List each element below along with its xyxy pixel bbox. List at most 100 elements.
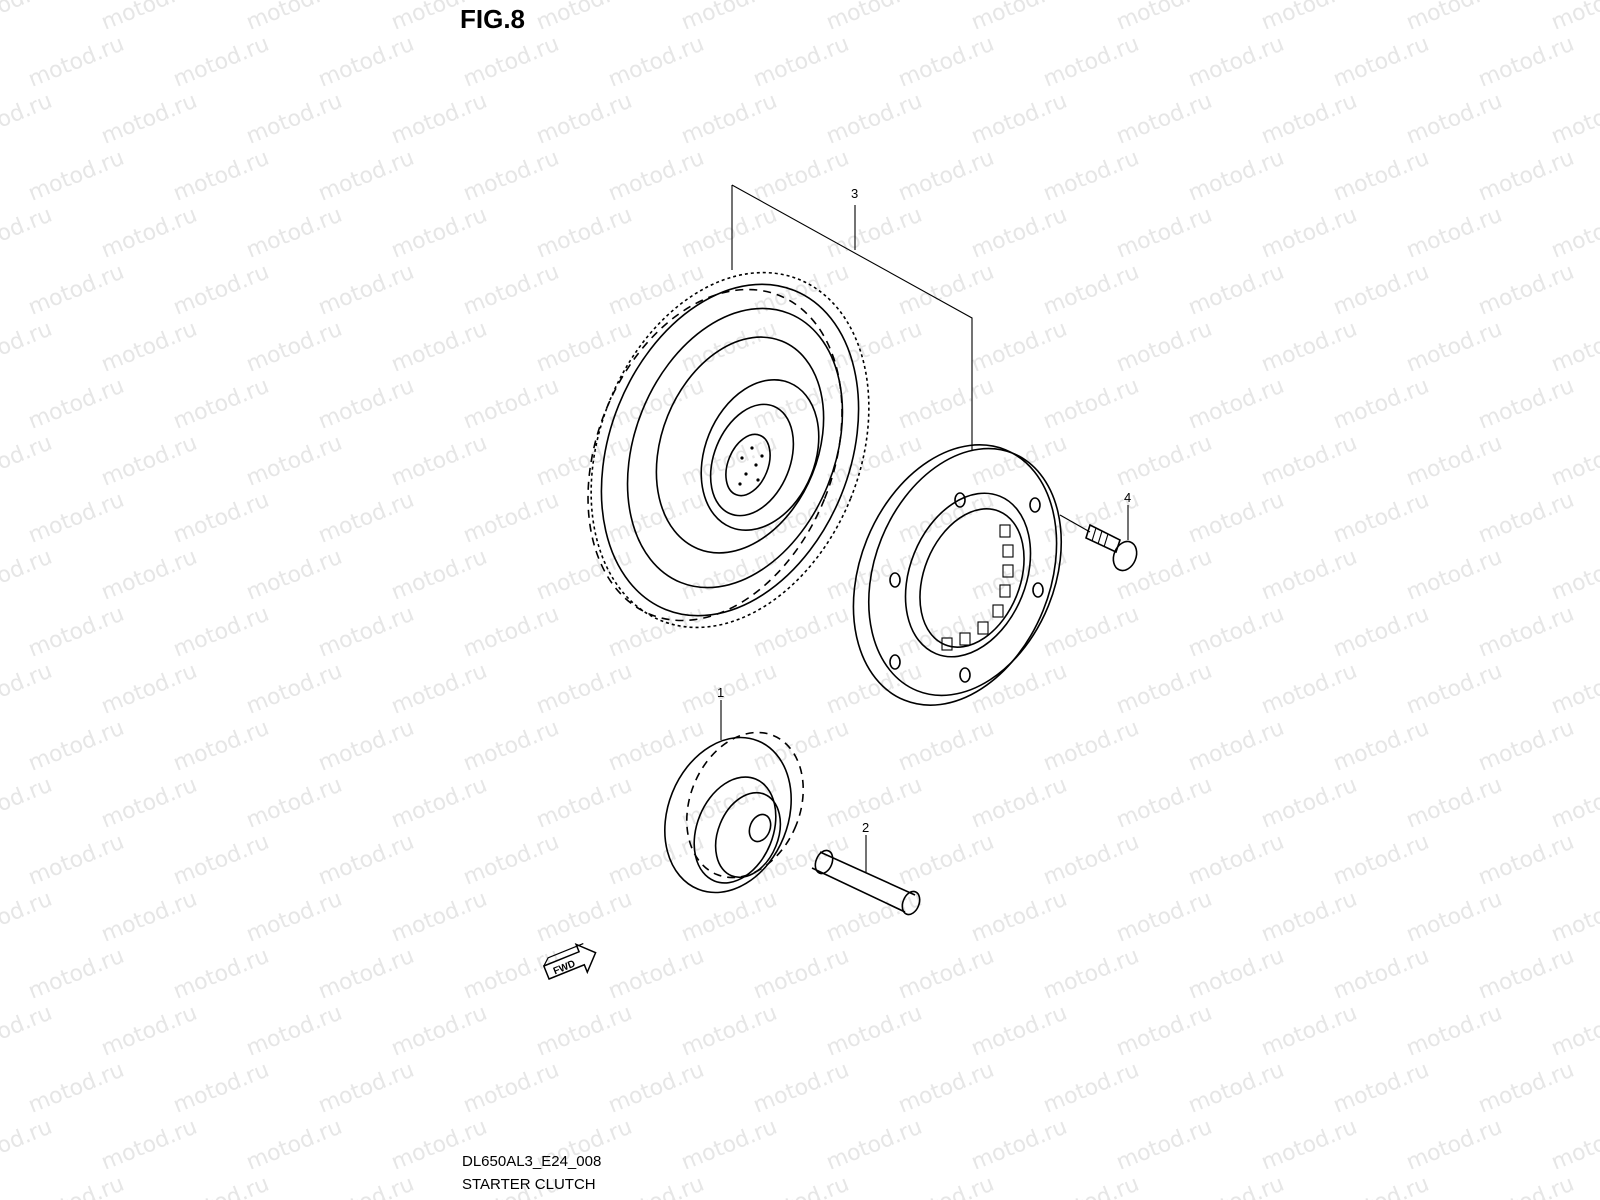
watermark-text: motod.ru bbox=[1185, 944, 1288, 1005]
watermark-text: motod.ru bbox=[605, 602, 708, 663]
watermark-text: motod.ru bbox=[1185, 830, 1288, 891]
watermark-text: motod.ru bbox=[0, 203, 56, 264]
watermark-text: motod.ru bbox=[1330, 374, 1433, 435]
watermark-text: motod.ru bbox=[1403, 1001, 1506, 1062]
watermark-text: motod.ru bbox=[1475, 944, 1578, 1005]
watermark-text: motod.ru bbox=[1258, 0, 1361, 36]
watermark-text: motod.ru bbox=[243, 431, 346, 492]
watermark-text: motod.ru bbox=[1185, 1058, 1288, 1119]
watermark-text: motod.ru bbox=[605, 944, 708, 1005]
watermark-text: motod.ru bbox=[1040, 602, 1143, 663]
watermark-text: motod.ru bbox=[533, 203, 636, 264]
watermark-text: motod.ru bbox=[243, 773, 346, 834]
watermark-text: motod.ru bbox=[170, 602, 273, 663]
watermark-text: motod.ru bbox=[1258, 317, 1361, 378]
watermark-text: motod.ru bbox=[460, 374, 563, 435]
watermark-text: motod.ru bbox=[1548, 431, 1600, 492]
watermark-text: motod.ru bbox=[315, 488, 418, 549]
watermark-text: motod.ru bbox=[170, 716, 273, 777]
watermark-text: motod.ru bbox=[1185, 1172, 1288, 1200]
watermark-text: motod.ru bbox=[98, 317, 201, 378]
watermark-text: motod.ru bbox=[243, 89, 346, 150]
watermark-text: motod.ru bbox=[1113, 203, 1216, 264]
watermark-text: motod.ru bbox=[25, 830, 128, 891]
watermark-text: motod.ru bbox=[823, 431, 926, 492]
watermark-text: motod.ru bbox=[170, 146, 273, 207]
watermark-text: motod.ru bbox=[243, 203, 346, 264]
watermark-text: motod.ru bbox=[533, 659, 636, 720]
watermark-text: motod.ru bbox=[1330, 716, 1433, 777]
watermark-text: motod.ru bbox=[170, 32, 273, 93]
watermark-text: motod.ru bbox=[1330, 1172, 1433, 1200]
watermark-text: motod.ru bbox=[1548, 1001, 1600, 1062]
watermark-text: motod.ru bbox=[170, 260, 273, 321]
watermark-text: motod.ru bbox=[895, 32, 998, 93]
callout-2: 2 bbox=[862, 820, 869, 835]
watermark-text: motod.ru bbox=[1330, 1058, 1433, 1119]
watermark-text: motod.ru bbox=[243, 1115, 346, 1176]
watermark-text: motod.ru bbox=[315, 716, 418, 777]
watermark-text: motod.ru bbox=[1113, 431, 1216, 492]
watermark-text: motod.ru bbox=[170, 944, 273, 1005]
watermark-text: motod.ru bbox=[605, 1172, 708, 1200]
watermark-text: motod.ru bbox=[1040, 944, 1143, 1005]
watermark-text: motod.ru bbox=[1548, 0, 1600, 36]
watermark-text: motod.ru bbox=[750, 260, 853, 321]
callout-1: 1 bbox=[717, 685, 724, 700]
watermark-text: motod.ru bbox=[823, 659, 926, 720]
watermark-text: motod.ru bbox=[460, 146, 563, 207]
watermark-text: motod.ru bbox=[1040, 146, 1143, 207]
watermark-text: motod.ru bbox=[0, 1115, 56, 1176]
watermark-text: motod.ru bbox=[895, 260, 998, 321]
watermark-text: motod.ru bbox=[0, 545, 56, 606]
watermark-text: motod.ru bbox=[1330, 260, 1433, 321]
watermark-text: motod.ru bbox=[968, 773, 1071, 834]
watermark-text: motod.ru bbox=[98, 773, 201, 834]
watermark-text: motod.ru bbox=[315, 602, 418, 663]
part-4-bolt bbox=[1059, 505, 1138, 572]
watermark-text: motod.ru bbox=[1475, 1058, 1578, 1119]
watermark-text: motod.ru bbox=[678, 1001, 781, 1062]
watermark-text: motod.ru bbox=[533, 89, 636, 150]
watermark-text: motod.ru bbox=[98, 545, 201, 606]
watermark-text: motod.ru bbox=[1548, 545, 1600, 606]
watermark-text: motod.ru bbox=[243, 887, 346, 948]
watermark-text: motod.ru bbox=[170, 1172, 273, 1200]
watermark-text: motod.ru bbox=[968, 659, 1071, 720]
watermark-text: motod.ru bbox=[1258, 887, 1361, 948]
watermark-text: motod.ru bbox=[1185, 32, 1288, 93]
watermark-text: motod.ru bbox=[605, 32, 708, 93]
watermark-text: motod.ru bbox=[968, 431, 1071, 492]
watermark-text: motod.ru bbox=[25, 488, 128, 549]
watermark-text: motod.ru bbox=[1040, 32, 1143, 93]
watermark-text: motod.ru bbox=[25, 944, 128, 1005]
watermark-text: motod.ru bbox=[678, 317, 781, 378]
watermark-text: motod.ru bbox=[243, 659, 346, 720]
watermark-text: motod.ru bbox=[0, 431, 56, 492]
watermark-text: motod.ru bbox=[1330, 602, 1433, 663]
watermark-text: motod.ru bbox=[1185, 488, 1288, 549]
watermark-text: motod.ru bbox=[1475, 830, 1578, 891]
watermark-text: motod.ru bbox=[823, 1001, 926, 1062]
watermark-text: motod.ru bbox=[1475, 146, 1578, 207]
callout-3: 3 bbox=[851, 186, 858, 201]
watermark-text: motod.ru bbox=[1403, 89, 1506, 150]
watermark-text: motod.ru bbox=[315, 374, 418, 435]
watermark-text: motod.ru bbox=[895, 602, 998, 663]
watermark-text: motod.ru bbox=[823, 773, 926, 834]
watermark-text: motod.ru bbox=[895, 374, 998, 435]
watermark-text: motod.ru bbox=[25, 716, 128, 777]
figure-title: FIG.8 bbox=[460, 4, 526, 34]
watermark-text: motod.ru bbox=[98, 203, 201, 264]
watermark-text: motod.ru bbox=[98, 89, 201, 150]
watermark-text: motod.ru bbox=[1403, 773, 1506, 834]
starter-clutch-body bbox=[852, 444, 1063, 706]
figure-name: STARTER CLUTCH bbox=[462, 1176, 596, 1193]
watermark-text: motod.ru bbox=[1040, 1172, 1143, 1200]
watermark-text: motod.ru bbox=[823, 545, 926, 606]
watermark-text: motod.ru bbox=[605, 1058, 708, 1119]
watermark-text: motod.ru bbox=[315, 830, 418, 891]
watermark-text: motod.ru bbox=[388, 203, 491, 264]
watermark-text: motod.ru bbox=[0, 0, 56, 36]
watermark-text: motod.ru bbox=[0, 659, 56, 720]
